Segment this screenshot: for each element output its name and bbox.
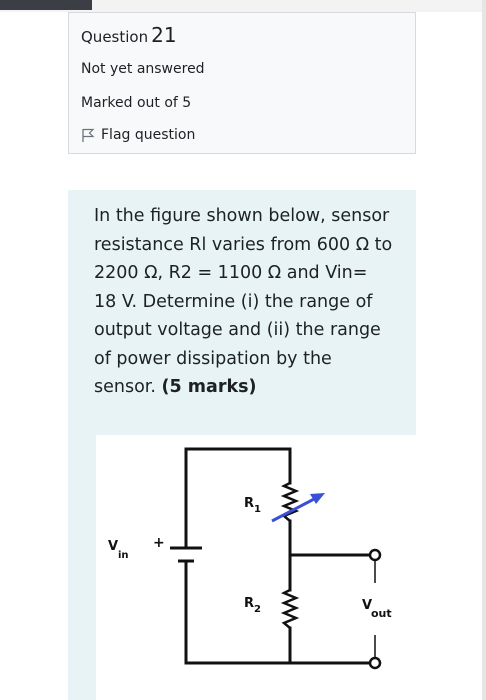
circuit-diagram: + V in R 1 R 2 V out [108,447,392,670]
wire-top [184,447,292,549]
r2-label-main: R [244,596,254,611]
vout-label-main: V [362,598,372,613]
circuit-figure: + V in R 1 R 2 V out [96,435,416,700]
question-marks: (5 marks) [161,377,257,397]
question-text: In the figure shown below, sensor resist… [94,202,394,402]
r2-label-sub: 2 [254,604,261,615]
window-top-bar [0,0,92,10]
flag-question-link[interactable]: Flag question [81,127,195,143]
plus-sign: + [153,535,165,551]
r1-label-sub: 1 [254,504,261,515]
question-label: Question [81,28,149,46]
vin-label-sub: in [118,550,129,561]
r1-label-main: R [244,496,254,511]
vout-label-sub: out [371,607,392,620]
r2-resistor [280,588,300,629]
page-scroll-edge [482,0,486,700]
variable-arrow-line [271,495,319,523]
vin-label-main: V [108,539,118,554]
question-grade: Marked out of 5 [81,95,192,111]
question-state: Not yet answered [81,61,205,77]
question-body: In the figure shown below, sensor resist… [94,206,393,397]
vout-terminal-top [368,548,382,562]
variable-arrow-head [310,493,325,504]
flag-question-label: Flag question [101,127,196,143]
flag-icon [82,128,95,142]
wire-bottom [184,561,292,665]
vout-terminal-bottom [368,656,382,670]
question-number-value: 21 [151,23,177,47]
